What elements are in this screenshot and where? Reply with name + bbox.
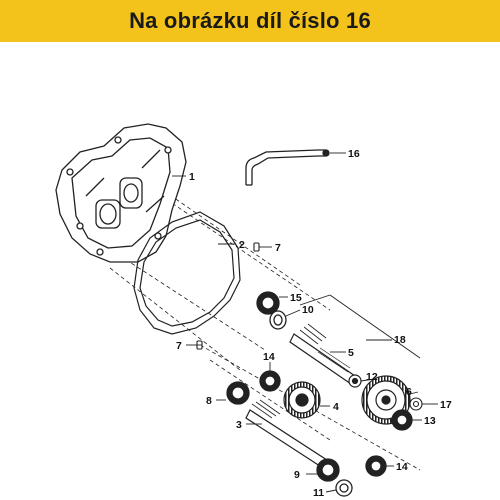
part-17-washer [409,397,423,411]
part-13-bearing [391,409,413,431]
callout-13: 13 [424,415,436,427]
part-8-bearing [226,381,250,405]
callout-2: 2 [239,239,245,251]
part-11-oil-seal [335,479,353,497]
part-5-drive-shaft [289,323,356,385]
part-14-bearing-lower [365,455,387,477]
part-4-counter-gear [283,381,321,419]
callout-4: 4 [333,401,339,413]
callout-18: 18 [394,334,406,346]
callout-16: 16 [348,148,360,160]
callout-10: 10 [302,304,314,316]
part-1-crankcase-cover [55,123,187,263]
part-14-bearing-upper [259,370,281,392]
callout-labels: 1 2 3 4 5 6 7 7 8 9 10 11 12 13 14 14 15… [176,148,452,499]
exploded-parts-diagram: 1 2 3 4 5 6 7 7 8 9 10 11 12 13 14 14 15… [55,123,452,499]
part-16-breather-tube [245,149,330,186]
callout-12: 12 [366,371,378,383]
part-15-bearing [256,291,280,315]
callout-3: 3 [236,419,242,431]
leader-lines [172,152,438,493]
part-2-gasket [133,211,241,335]
part-12-bush [348,374,362,388]
callout-14-upper: 14 [263,351,275,363]
page-title: Na obrázku díl číslo 16 [129,8,371,33]
callout-15: 15 [290,292,302,304]
callout-14-lower: 14 [396,461,408,473]
callout-17: 17 [440,399,452,411]
callout-6: 6 [406,386,412,398]
callout-7-lower: 7 [176,340,182,352]
part-18-group-bracket [299,294,421,359]
part-9-bearing [316,458,340,482]
callout-7-upper: 7 [275,242,281,254]
part-10-oil-seal [269,310,287,330]
callout-1: 1 [189,171,195,183]
part-7-dowel-pins [196,242,260,350]
callout-11: 11 [313,487,324,499]
callout-9: 9 [294,469,300,481]
title-banner: Na obrázku díl číslo 16 [0,0,500,42]
callout-8: 8 [206,395,212,407]
callout-5: 5 [348,347,354,359]
